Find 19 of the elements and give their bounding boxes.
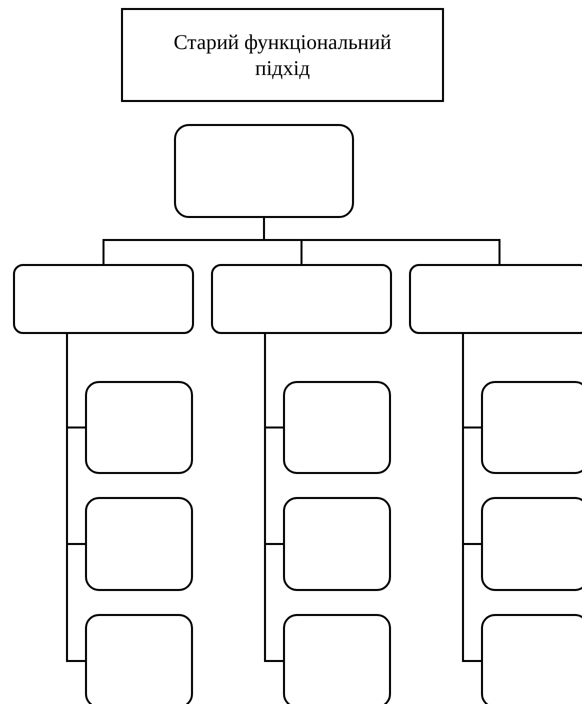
- rounded-box: [211, 264, 392, 334]
- rounded-box: [481, 381, 582, 474]
- rounded-box: [85, 614, 193, 704]
- rounded-box: [283, 381, 391, 474]
- connector-line: [462, 334, 481, 662]
- rounded-box: [85, 381, 193, 474]
- rounded-box: [283, 614, 391, 704]
- rounded-box: [85, 497, 193, 591]
- connector-line: [66, 334, 85, 662]
- rounded-box: [409, 264, 582, 334]
- connector-line: [264, 334, 283, 662]
- rounded-box: [481, 497, 582, 591]
- box-title: Старий функціональний підхід: [172, 29, 392, 81]
- connector-line: [263, 218, 500, 264]
- rounded-box: [174, 124, 354, 218]
- rounded-box: [481, 614, 582, 704]
- title-box: [121, 8, 444, 102]
- rounded-box: [13, 264, 194, 334]
- rounded-box: [283, 497, 391, 591]
